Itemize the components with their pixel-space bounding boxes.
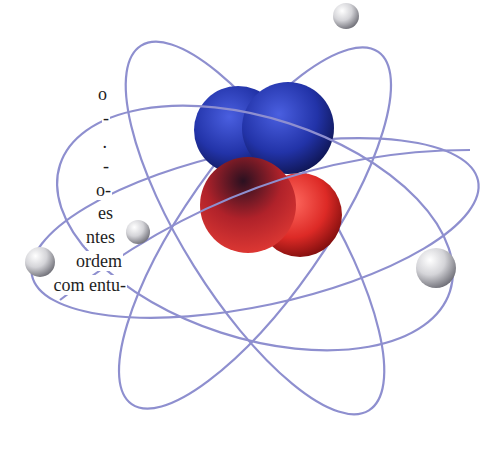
text-fragment: - <box>102 156 110 176</box>
text-fragment: ordem <box>75 251 123 271</box>
text-fragment: es <box>97 203 114 223</box>
electron <box>25 247 55 277</box>
orbits <box>16 8 494 449</box>
text-fragment: o- <box>95 180 112 200</box>
text-fragment: . <box>102 132 109 152</box>
orbit <box>74 12 435 445</box>
orbit <box>80 8 430 449</box>
text-fragment: ntes <box>85 227 116 247</box>
electron <box>416 248 456 288</box>
text-fragment: - <box>102 108 110 128</box>
text-fragment: com entu- <box>53 275 127 295</box>
electrons <box>25 3 456 288</box>
text-fragment: o <box>97 84 108 104</box>
orbits-front <box>26 60 484 396</box>
electron <box>333 3 359 29</box>
orbit <box>26 60 484 396</box>
electron <box>126 220 150 244</box>
